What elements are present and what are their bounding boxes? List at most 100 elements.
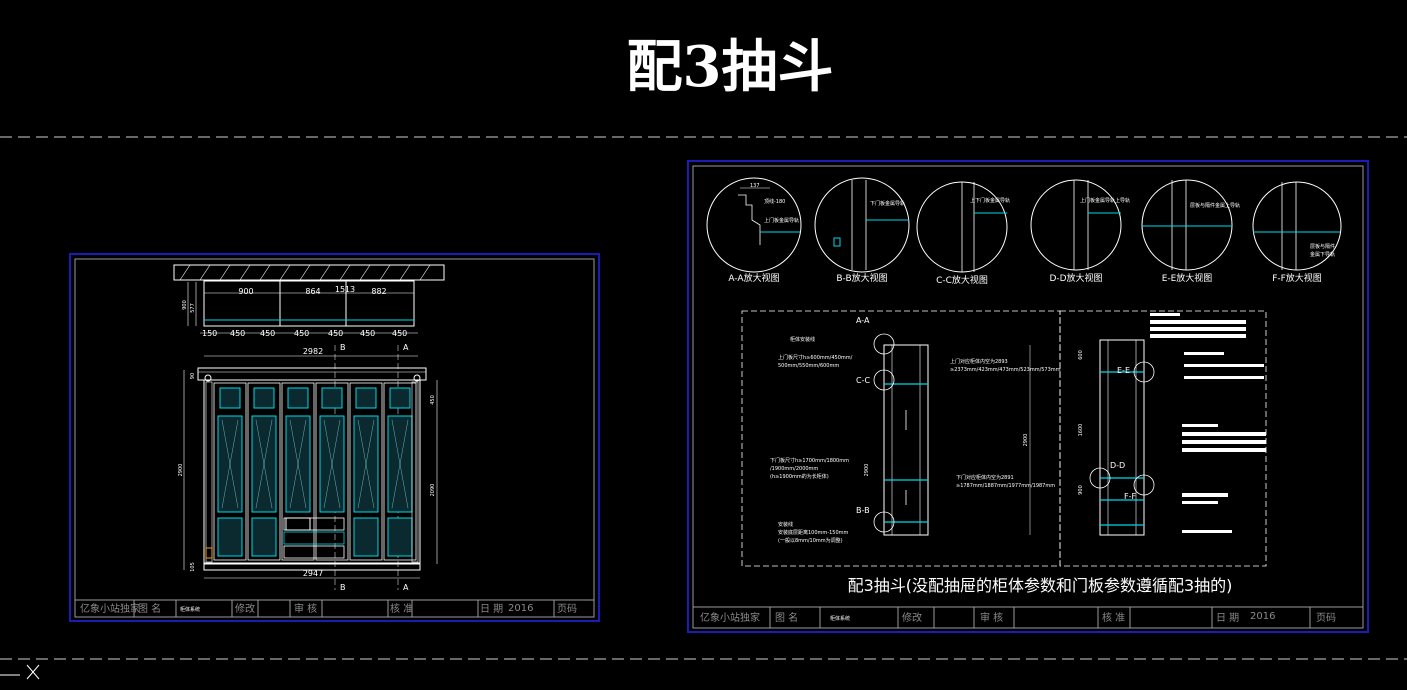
section-2-note-bars <box>1150 313 1266 533</box>
elevation-height-dim: 2900 <box>178 464 184 477</box>
note-mid-2: ≥2373mm/423mm/473mm/523mm/573mm <box>950 367 1061 373</box>
plan-side-dim-2: 577 <box>190 303 196 313</box>
detail-view-e: 层板与隔件金属上导轨 E-E放大视图 <box>1141 179 1240 284</box>
detail-view-f: 层板与隔件 金属下导轨 F-F放大视图 <box>1252 181 1342 284</box>
detail-e-caption: E-E放大视图 <box>1162 272 1213 284</box>
right-sheet-inner-frame <box>692 165 1364 629</box>
title-block-date-label: 日 期 <box>480 603 503 615</box>
plan-bottom-dim-6: 450 <box>360 329 375 338</box>
detail-c-note-1: 上下门板金属导轨 <box>970 197 1010 204</box>
elevation-base-dim: 105 <box>190 562 196 572</box>
left-sheet-outer-frame <box>69 253 600 622</box>
left-sheet: 900 864 15 13 882 900 577 150 450 450 45… <box>69 253 600 622</box>
section-1-lower-dim: 2900 <box>864 464 870 477</box>
detail-a-note-1: 顶线-180 <box>764 198 785 205</box>
section-2-dim-3: 600 <box>1078 350 1084 360</box>
left-top-plan-view: 900 864 15 13 882 900 577 150 450 450 45… <box>173 264 445 338</box>
elevation-panel-texture <box>221 419 409 509</box>
title-block-company: 亿象小站独家 <box>80 602 140 615</box>
detail-a-caption: A-A放大视图 <box>728 272 779 284</box>
title-block-approve-label: 核 准 <box>390 602 413 615</box>
plan-dim-1: 900 <box>238 287 253 296</box>
plan-bottom-dim-4: 450 <box>294 329 309 338</box>
detail-b-note-1: 下门板金属导轨 <box>870 200 905 207</box>
elevation-lower-dim: 2090 <box>430 484 436 497</box>
drawing-title: 配3抽斗 <box>627 34 834 100</box>
right-title-block: 亿象小站独家 图 名 柜体系统 修改 审 核 核 准 日 期 2016 页码 <box>692 606 1364 629</box>
detail-view-b: 下门板金属导轨 B-B放大视图 <box>814 177 910 284</box>
plan-bottom-dim-3: 450 <box>260 329 275 338</box>
plan-dim-5: 882 <box>371 287 386 296</box>
right-sheet: 137 顶线-180 上门板金属导轨 A-A放大视图 下门板金属导轨 B-B放大… <box>687 160 1369 633</box>
note-left-2: 上门板尺寸h≥600mm/450mm/ <box>778 354 853 361</box>
detail-f-caption: F-F放大视图 <box>1272 272 1322 284</box>
detail-view-a: 137 顶线-180 上门板金属导轨 A-A放大视图 <box>706 177 802 284</box>
note-left-4: 下门板尺寸h≥1700mm/1800mm <box>770 457 849 464</box>
note-left-5: /1900mm/2000mm <box>770 466 818 472</box>
note-mid-4: ≥1787mm/1887mm/1977mm/1987mm <box>956 483 1055 489</box>
note-mid-3: 下门对应柜体内空为2891 <box>956 474 1014 481</box>
title-block-revise-label: 修改 <box>235 602 255 615</box>
section-mark-f-f: F-F <box>1124 492 1136 501</box>
section-mark-b-top: B <box>340 343 346 352</box>
section-mark-b-bottom: B <box>340 583 346 592</box>
note-left-9: (一般以8mm/10mm为调整) <box>778 537 843 544</box>
right-title-block-name: 柜体系统 <box>830 615 850 622</box>
elevation-doors <box>213 382 417 561</box>
plan-side-dim-1: 900 <box>182 300 188 310</box>
right-sheet-outer-frame <box>687 160 1369 633</box>
detail-f-note-2: 金属下导轨 <box>1310 251 1335 258</box>
detail-a-note-2: 上门板金属导轨 <box>764 217 799 224</box>
elevation-top-width: 2982 <box>303 347 323 356</box>
elevation-upper-dim: 450 <box>430 395 436 405</box>
right-sheet-caption: 配3抽斗(没配抽屉的柜体参数和门板参数遵循配3抽的) <box>848 576 1233 595</box>
title-block-name: 柜体系统 <box>180 606 200 613</box>
detail-e-note-1: 层板与隔件金属上导轨 <box>1190 202 1240 209</box>
right-title-block-date-label: 日 期 <box>1216 612 1239 624</box>
title-block-review-label: 审 核 <box>294 602 317 615</box>
detail-c-caption: C-C放大视图 <box>936 274 988 286</box>
section-mark-a-a: A-A <box>856 316 870 325</box>
detail-d-caption: D-D放大视图 <box>1049 272 1102 284</box>
plan-dim-4: 13 <box>345 285 355 294</box>
elevation-bottom-width: 2947 <box>303 569 323 578</box>
right-title-block-name-label: 图 名 <box>775 611 798 624</box>
elevation-top-dim: 90 <box>190 373 196 379</box>
detail-view-d: 上门板金属导轨上导轨 D-D放大视图 <box>1030 179 1130 284</box>
right-title-block-page-label: 页码 <box>1316 612 1336 624</box>
title-block-date: 2016 <box>508 603 533 614</box>
right-title-block-review-label: 审 核 <box>980 611 1003 624</box>
right-title-block-company: 亿象小站独家 <box>700 611 760 624</box>
section-1-height-dim: 2900 <box>1023 434 1029 447</box>
note-mid-1: 上门对应柜体内空为2893 <box>950 358 1008 365</box>
detail-b-caption: B-B放大视图 <box>836 272 887 284</box>
plan-bottom-dim-5: 450 <box>328 329 343 338</box>
title-block-name-label: 图 名 <box>138 602 161 615</box>
section-mark-b-b: B-B <box>856 506 870 515</box>
right-title-block-revise-label: 修改 <box>902 611 922 624</box>
section-view-2: E-E D-D F-F 1600 900 600 <box>1059 310 1267 567</box>
section-2-dim-2: 900 <box>1078 485 1084 495</box>
plan-dim-2: 864 <box>305 287 320 296</box>
plan-bottom-dim-2: 450 <box>230 329 245 338</box>
plan-dim-3: 15 <box>335 285 345 294</box>
note-left-7: 安装线 <box>778 521 793 528</box>
note-left-6: (h≥1900mm的为长柜体) <box>770 473 829 480</box>
detail-d-note-1: 上门板金属导轨上导轨 <box>1080 197 1130 204</box>
section-mark-e-e: E-E <box>1117 366 1130 375</box>
detail-f-note-1: 层板与隔件 <box>1310 243 1335 250</box>
right-title-block-date: 2016 <box>1250 611 1275 622</box>
left-title-block: 亿象小站独家 图 名 柜体系统 修改 审 核 核 准 日 期 2016 页码 <box>74 599 595 618</box>
detail-a-dim: 137 <box>750 183 760 189</box>
elevation-door-panels <box>217 387 413 557</box>
title-block-page-label: 页码 <box>557 603 577 615</box>
elevation-drawers <box>283 517 345 559</box>
section-mark-d-d: D-D <box>1110 461 1125 470</box>
right-title-block-approve-label: 核 准 <box>1102 611 1125 624</box>
section-mark-c-c: C-C <box>856 376 870 385</box>
section-2-dim-1: 1600 <box>1078 424 1084 437</box>
left-elevation-view: 2982 B A <box>178 343 438 592</box>
ucs-axis-icon <box>0 664 40 680</box>
detail-view-c: 上下门板金属导轨 C-C放大视图 <box>916 181 1010 286</box>
